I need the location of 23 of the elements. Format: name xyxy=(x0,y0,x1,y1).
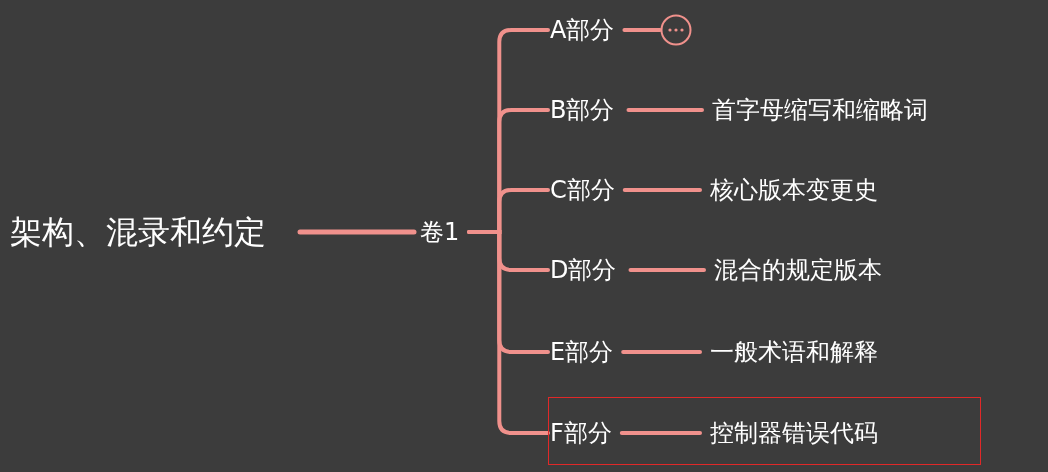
topic-label: D部分 xyxy=(548,255,631,285)
topic-label: 一般术语和解释 xyxy=(700,337,880,367)
connector-line xyxy=(297,229,417,235)
topic-label: F部分 xyxy=(548,418,622,448)
connector-line xyxy=(622,188,702,192)
topic-label: 核心版本变更史 xyxy=(700,175,880,205)
connector-line xyxy=(621,350,702,354)
topic-label: E部分 xyxy=(548,337,624,367)
highlight-box xyxy=(548,397,981,465)
ellipsis-circle xyxy=(660,14,692,46)
topic-label: 混合的规定版本 xyxy=(704,255,884,285)
connector-line xyxy=(628,268,706,272)
topic-label: 控制器错误代码 xyxy=(700,418,880,448)
root-topic: 架构、混录和约定 xyxy=(4,212,300,252)
topic-label: A部分 xyxy=(548,15,625,45)
connector-line xyxy=(619,431,702,435)
connector-line xyxy=(467,230,550,435)
topic-label: C部分 xyxy=(548,175,625,205)
topic-label: 卷1 xyxy=(414,217,470,247)
topic-label: 首字母缩写和缩略词 xyxy=(702,95,930,125)
connector-line xyxy=(622,28,662,32)
topic-label: B部分 xyxy=(548,95,629,125)
connector-line xyxy=(626,108,704,112)
